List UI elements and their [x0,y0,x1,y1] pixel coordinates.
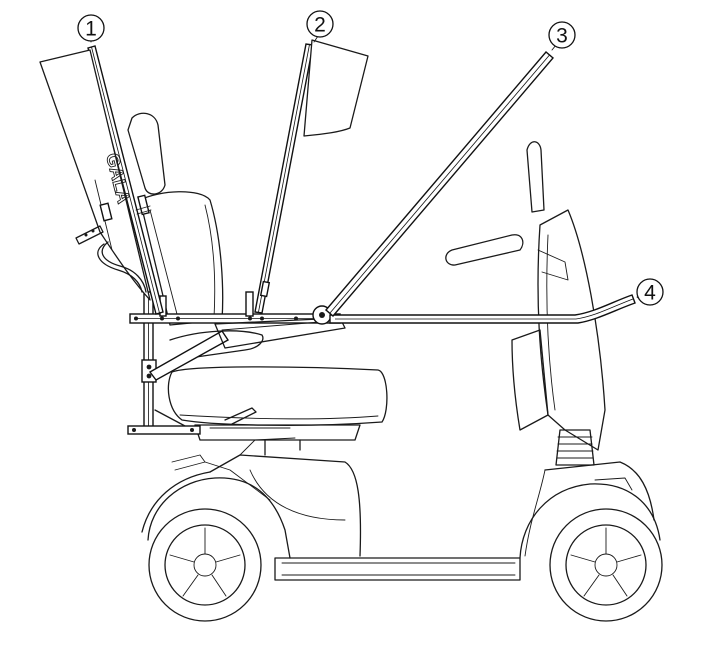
callout-circle-3 [548,21,576,49]
arm-position-4 [329,294,636,324]
arm-position-3 [325,51,554,317]
callout-circle-2 [306,10,334,38]
rear-wheel [148,508,262,622]
front-wheel [549,508,663,622]
callout-circle-4 [636,278,664,306]
arm-position-2 [254,39,369,314]
callout-label-4: 4 [644,282,656,305]
callout-4: 4 [636,278,664,306]
callout-label-3: 3 [556,25,568,48]
scooter-body [141,141,661,581]
callout-1: 1 [77,14,105,43]
seat [127,112,388,456]
callout-2: 2 [306,10,334,43]
arm-position-1 [39,45,164,315]
callout-label-1: 1 [85,18,97,41]
callout-label-2: 2 [314,14,326,37]
callout-3: 3 [548,21,576,51]
callout-circle-1 [77,14,105,42]
lift-mast [127,291,346,435]
